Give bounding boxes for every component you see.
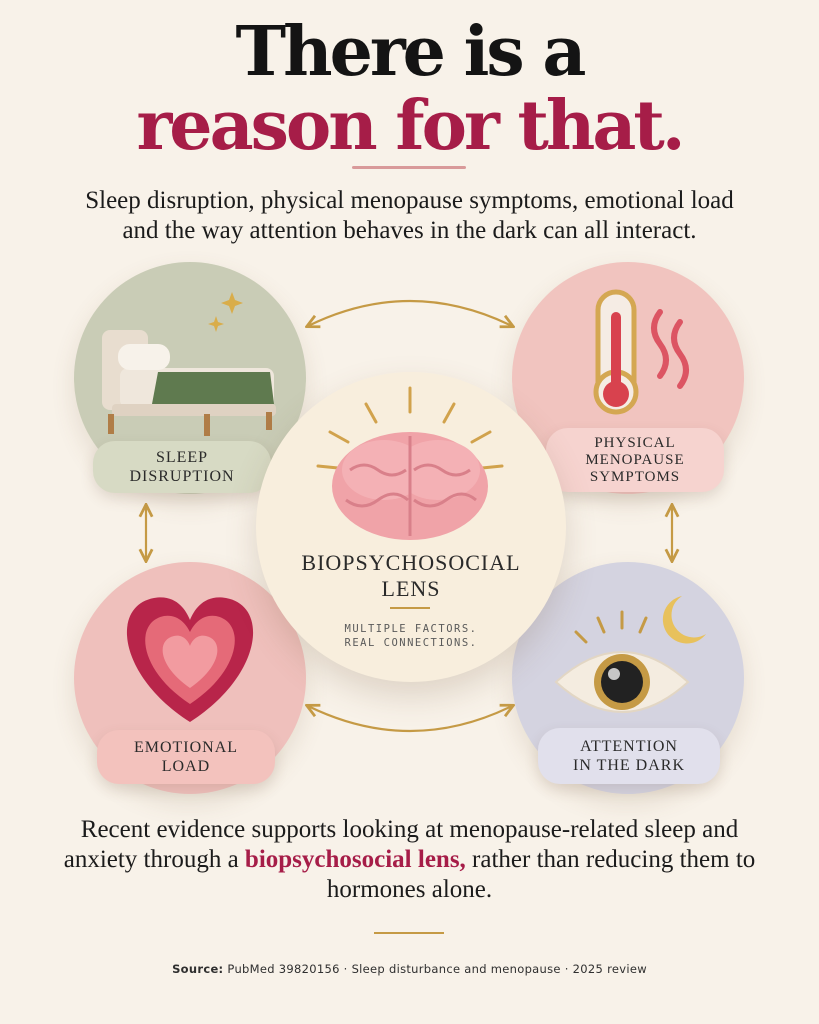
attention-label-line-1: ATTENTION	[580, 738, 678, 755]
center-divider	[390, 607, 430, 609]
outro-text-end: rather than reducing them to hormones al…	[326, 846, 756, 903]
label-sleep-disruption: SLEEP DISRUPTION	[93, 441, 271, 493]
arrow-bottom	[308, 706, 512, 732]
center-subtitle: MULTIPLE FACTORS. REAL CONNECTIONS.	[256, 622, 566, 650]
headline-line-2: reason for that.	[136, 86, 685, 166]
physical-label-line-1: PHYSICAL	[594, 434, 676, 451]
headline-divider	[352, 166, 466, 169]
physical-label-line-3: SYMPTOMS	[589, 468, 681, 485]
label-physical-symptoms: PHYSICAL MENOPAUSE SYMPTOMS	[546, 428, 724, 492]
source-citation: Source: PubMed 39820156 · Sleep disturba…	[0, 962, 819, 976]
label-emotional-load: EMOTIONAL LOAD	[97, 730, 275, 784]
physical-label-line-2: MENOPAUSE	[585, 451, 685, 468]
attention-label-line-2: IN THE DARK	[572, 757, 686, 774]
source-label: Source:	[172, 962, 224, 976]
intro-text: Sleep disruption, physical menopause sym…	[85, 187, 734, 244]
source-text: PubMed 39820156 · Sleep disturbance and …	[223, 962, 647, 976]
footer-divider	[374, 932, 444, 934]
center-subtitle-line-2: REAL CONNECTIONS.	[344, 637, 478, 649]
outro-text-start: Recent evidence supports looking at meno…	[63, 816, 739, 873]
outro-highlight: biopsychosocial lens,	[244, 846, 466, 873]
center-subtitle-line-1: MULTIPLE FACTORS.	[344, 623, 478, 635]
sleep-label-line-1: SLEEP	[155, 449, 209, 466]
center-title-line-2: LENS	[381, 576, 441, 601]
emotional-label-line-1: EMOTIONAL	[133, 739, 239, 756]
headline-line-1: There is a	[235, 12, 587, 92]
arrow-top	[308, 300, 512, 326]
label-attention-dark: ATTENTION IN THE DARK	[538, 728, 720, 784]
center-title: BIOPSYCHOSOCIAL LENS	[256, 550, 566, 602]
center-title-line-1: BIOPSYCHOSOCIAL	[301, 550, 521, 575]
outro-text: Recent evidence supports looking at meno…	[60, 815, 759, 905]
sleep-label-line-2: DISRUPTION	[129, 468, 235, 485]
emotional-label-line-2: LOAD	[161, 758, 211, 775]
